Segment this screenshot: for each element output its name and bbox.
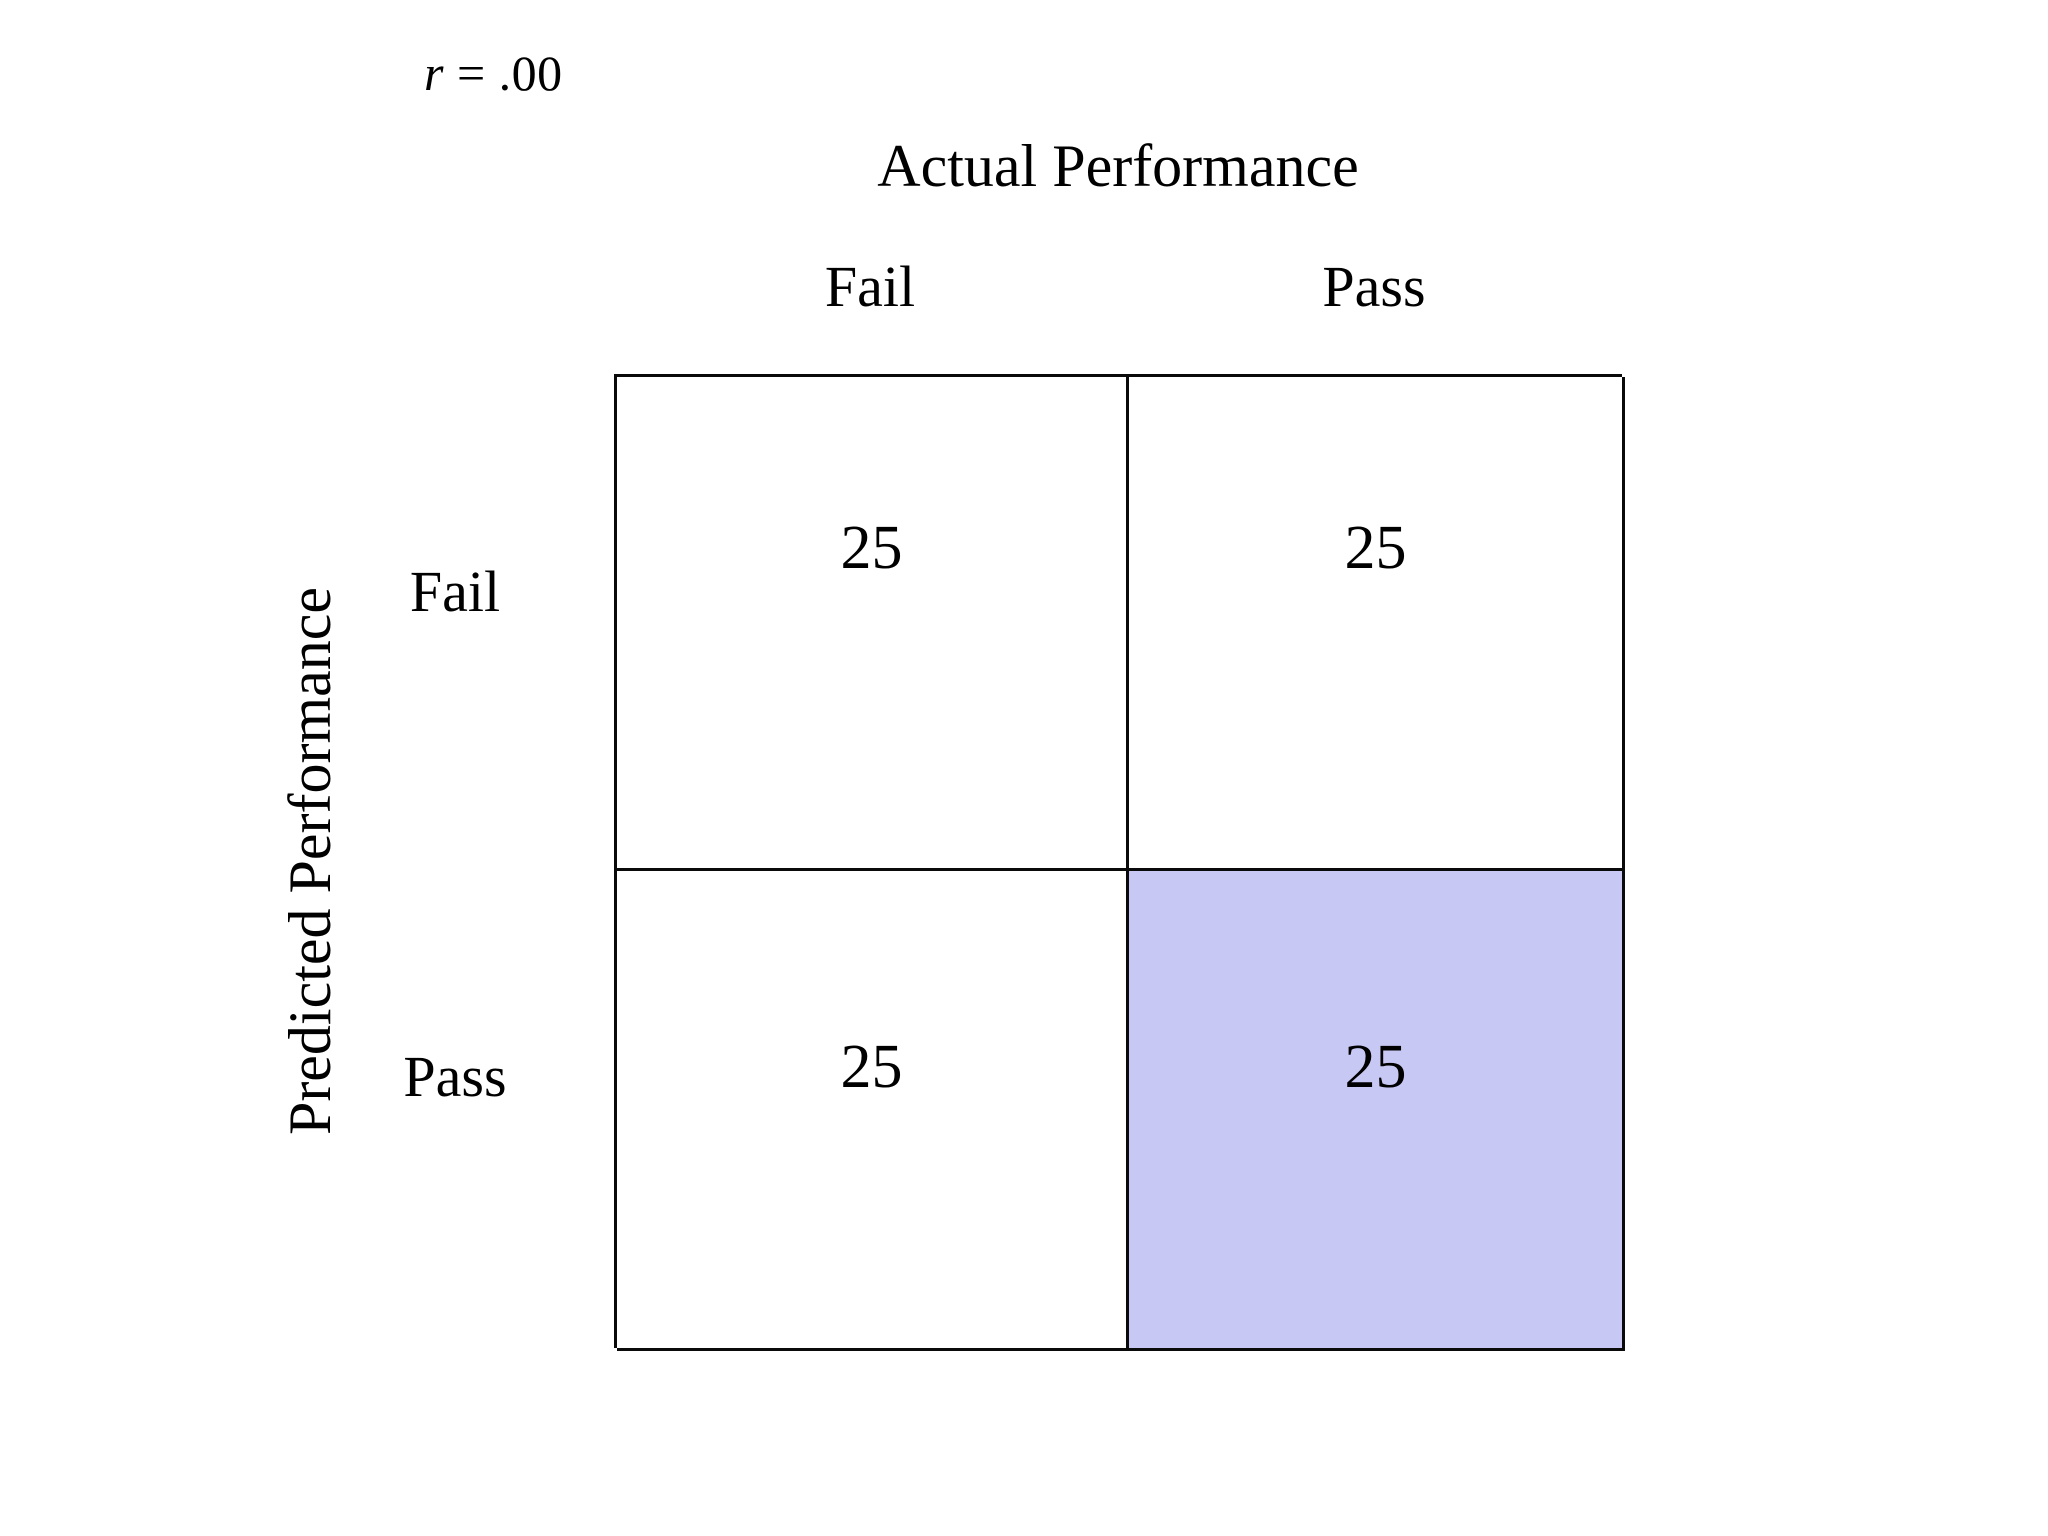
matrix-cell-value: 25 — [840, 514, 903, 582]
column-axis-title: Actual Performance — [877, 133, 1359, 199]
correlation-equals: = — [443, 45, 499, 101]
row-axis-title: Predicted Performance — [277, 586, 343, 1136]
correlation-annotation: r = .00 — [424, 48, 563, 98]
matrix-cell-fail-fail: 25 — [617, 377, 1129, 871]
column-header-pass: Pass — [1322, 254, 1426, 319]
correlation-value: .00 — [498, 45, 563, 101]
matrix-cell-fail-pass: 25 — [1129, 377, 1625, 871]
matrix-grid: 25 25 25 25 — [614, 374, 1625, 1351]
matrix-cell-pass-fail: 25 — [617, 871, 1129, 1351]
matrix-cell-value: 25 — [840, 1033, 903, 1101]
row-header-fail: Fail — [409, 559, 501, 624]
matrix-cell-value: 25 — [1344, 514, 1407, 582]
matrix-cell-pass-pass-highlighted: 25 — [1129, 871, 1625, 1351]
row-header-pass: Pass — [403, 1044, 507, 1109]
correlation-symbol: r — [424, 45, 444, 101]
column-header-fail: Fail — [824, 254, 916, 319]
matrix-cell-value: 25 — [1344, 1033, 1407, 1101]
